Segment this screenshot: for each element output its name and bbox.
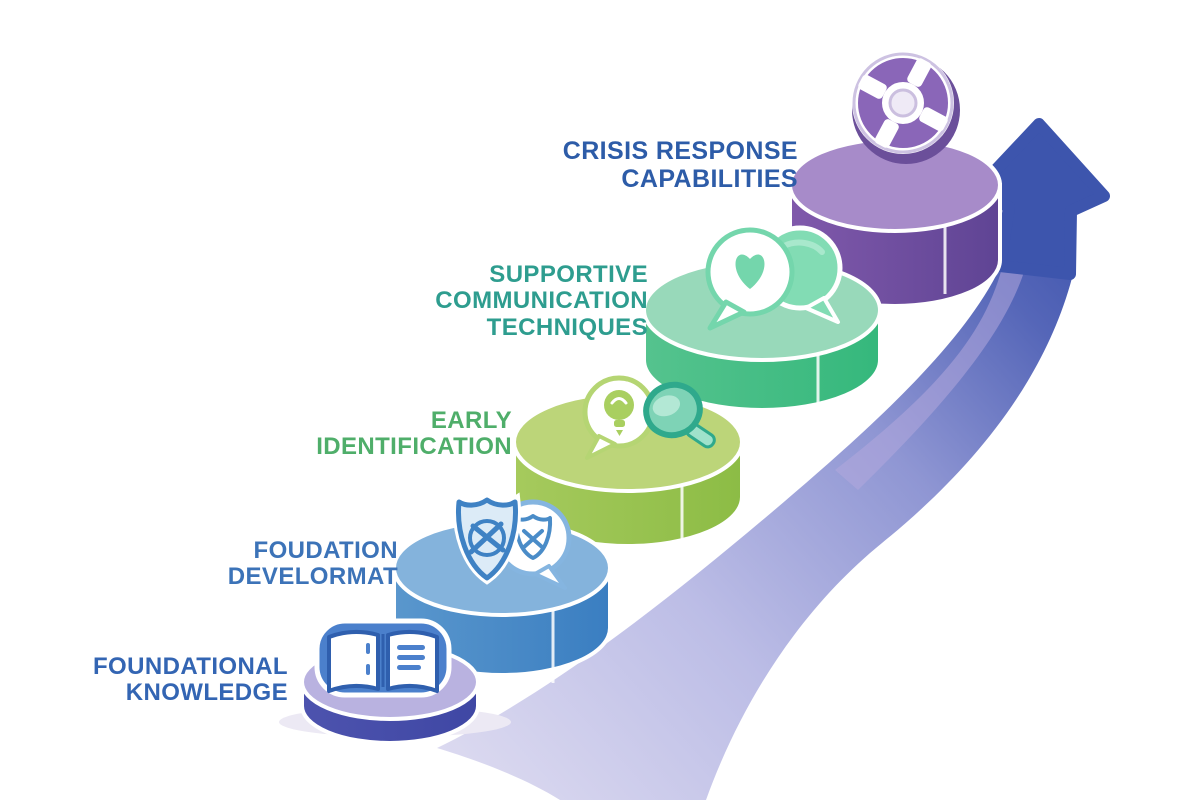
label-line: KNOWLEDGE	[125, 679, 288, 707]
label-foundation-development: FOUDATION DEVELORMAT	[227, 537, 398, 591]
label-line: CAPABILITIES	[621, 164, 798, 193]
arrow-band	[437, 268, 1072, 800]
label-line: FOUDATION	[253, 537, 398, 564]
label-line: TECHNIQUES	[486, 313, 648, 341]
shield-chat-icon	[453, 492, 572, 590]
label-supportive-communication: SUPPORTIVE COMMUNICATION TECHNIQUES	[435, 261, 648, 341]
label-line: SUPPORTIVE	[489, 261, 648, 288]
label-early-identification: EARLY IDENTIFICATION	[316, 407, 512, 461]
idea-magnifier-icon	[582, 375, 716, 460]
heart-chat-icon	[705, 225, 843, 331]
label-foundational-knowledge: FOUNDATIONAL KNOWLEDGE	[93, 653, 288, 707]
label-line: FOUNDATIONAL	[93, 653, 288, 680]
label-line: CRISIS RESPONSE	[562, 137, 798, 165]
label-crisis-response: CRISIS RESPONSE CAPABILITIES	[562, 137, 798, 193]
arrow-band-highlight	[835, 268, 1024, 490]
label-line: DEVELORMAT	[227, 563, 398, 591]
open-book-icon	[314, 618, 452, 698]
label-line: COMMUNICATION	[435, 287, 648, 315]
growth-arrow	[437, 118, 1110, 800]
label-line: IDENTIFICATION	[316, 433, 512, 461]
label-line: EARLY	[430, 407, 512, 434]
lifebuoy-icon	[852, 52, 960, 164]
